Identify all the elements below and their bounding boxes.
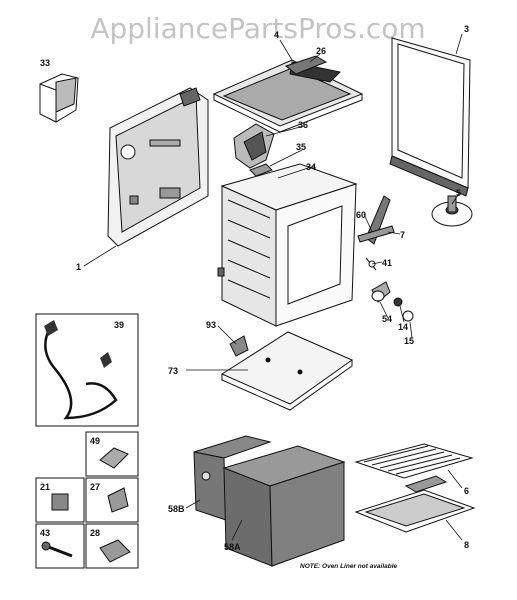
part-41-pin[interactable] bbox=[365, 257, 377, 271]
part-14-washer[interactable] bbox=[393, 297, 403, 307]
part-15-screw[interactable] bbox=[402, 310, 414, 322]
callout-54: 54 bbox=[382, 314, 392, 324]
callout-28: 28 bbox=[90, 528, 100, 538]
part-28-clip-box[interactable] bbox=[85, 523, 139, 569]
oven-liner-note: NOTE: Oven Liner not available bbox=[300, 563, 398, 570]
callout-7: 7 bbox=[400, 230, 405, 240]
callout-3: 3 bbox=[464, 24, 469, 34]
part-26-bracket[interactable] bbox=[284, 55, 328, 75]
callout-58a: 58A bbox=[224, 542, 241, 552]
part-33-bracket[interactable] bbox=[39, 73, 79, 123]
part-73-bottom-panel[interactable] bbox=[220, 331, 354, 411]
part-7-hinge[interactable] bbox=[357, 195, 395, 245]
part-49-clip-box[interactable] bbox=[85, 431, 139, 477]
part-6-oven-rack[interactable] bbox=[354, 443, 474, 479]
part-8-broiler-pan[interactable] bbox=[354, 475, 476, 533]
part-21-clip-box[interactable] bbox=[35, 477, 85, 523]
callout-73: 73 bbox=[168, 366, 178, 376]
part-58-oven-liner[interactable] bbox=[193, 435, 346, 567]
callout-93: 93 bbox=[206, 320, 216, 330]
callout-1: 1 bbox=[76, 262, 81, 272]
part-27-clip-box[interactable] bbox=[85, 477, 139, 523]
part-54-bushing[interactable] bbox=[371, 281, 391, 303]
part-39-power-cord[interactable] bbox=[35, 313, 139, 427]
callout-33: 33 bbox=[40, 58, 50, 68]
part-43-screw-box[interactable] bbox=[35, 523, 85, 569]
callout-35: 35 bbox=[296, 142, 306, 152]
callout-14: 14 bbox=[398, 322, 408, 332]
callout-41: 41 bbox=[382, 258, 392, 268]
callout-26: 26 bbox=[316, 46, 326, 56]
part-1-back-panel[interactable] bbox=[107, 87, 209, 247]
part-35-clip[interactable] bbox=[249, 163, 273, 177]
callout-5: 5 bbox=[456, 188, 461, 198]
callout-39: 39 bbox=[114, 320, 124, 330]
callout-8: 8 bbox=[464, 540, 469, 550]
callout-6: 6 bbox=[464, 486, 469, 496]
callout-60: 60 bbox=[356, 210, 366, 220]
callout-21: 21 bbox=[40, 482, 50, 492]
callout-15: 15 bbox=[404, 336, 414, 346]
part-3-door-panel[interactable] bbox=[389, 37, 471, 197]
oven-body-frame bbox=[217, 163, 358, 327]
callout-49: 49 bbox=[90, 436, 100, 446]
watermark-text: AppliancePartsPros.com bbox=[90, 12, 425, 45]
callout-4: 4 bbox=[274, 30, 279, 40]
leader-lines bbox=[83, 33, 463, 541]
callout-43: 43 bbox=[40, 528, 50, 538]
callout-27: 27 bbox=[90, 482, 100, 492]
part-4-top-panel[interactable] bbox=[212, 59, 364, 133]
part-5-knob[interactable] bbox=[431, 195, 473, 227]
part-93-clip[interactable] bbox=[229, 335, 249, 357]
callout-58b: 58B bbox=[168, 504, 185, 514]
part-36-vent-duct[interactable] bbox=[233, 123, 275, 169]
callout-36: 36 bbox=[298, 120, 308, 130]
callout-34: 34 bbox=[306, 162, 316, 172]
